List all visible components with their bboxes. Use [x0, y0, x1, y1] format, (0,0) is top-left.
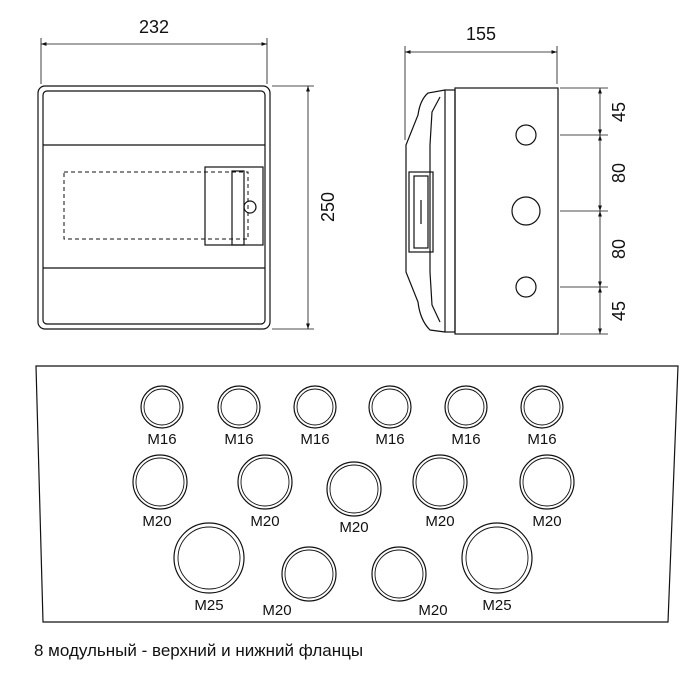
hole-label: M16: [527, 431, 556, 448]
hole-m16-3: [293, 385, 337, 429]
hole-m20-1: [132, 454, 188, 510]
hole-label: M25: [194, 597, 223, 614]
hole-label: M20: [262, 602, 291, 619]
caption: 8 модульный - верхний и нижний фланцы: [34, 641, 364, 660]
side-latch: [408, 171, 434, 253]
side-knockout-top: [515, 124, 537, 146]
hole-m16-4: [368, 385, 412, 429]
side-segment-label-4: 45: [609, 301, 629, 321]
front-inner-body: [42, 90, 266, 325]
hole-m25-left: [173, 522, 245, 594]
hole-label: M20: [142, 513, 171, 530]
flange-outline: [35, 365, 679, 623]
front-outer-body: [37, 85, 271, 330]
hole-label: M20: [250, 513, 279, 530]
hole-m25-right: [461, 522, 533, 594]
side-body: [454, 87, 559, 335]
front-width-label: 232: [139, 17, 169, 37]
hole-m20-6: [281, 546, 337, 602]
side-segment-label-2: 80: [609, 163, 629, 183]
front-latch-inner: [231, 170, 245, 246]
side-view: [404, 46, 608, 335]
front-latch-outer: [204, 166, 264, 246]
side-segment-label-1: 45: [609, 102, 629, 122]
hole-label: M20: [532, 513, 561, 530]
hole-label: M16: [224, 431, 253, 448]
front-height-label: 250: [318, 192, 338, 222]
flange-holes: [132, 385, 575, 602]
hole-label: M20: [339, 519, 368, 536]
hole-label: M16: [451, 431, 480, 448]
hole-label: M20: [425, 513, 454, 530]
hole-m20-5: [519, 454, 575, 510]
side-depth-label: 155: [466, 24, 496, 44]
hole-m16-1: [140, 385, 184, 429]
flange-hole-labels: M16 M16 M16 M16 M16 M16 M20 M20 M20 M20 …: [142, 431, 561, 619]
hole-m20-4: [412, 454, 468, 510]
side-knockout-bottom: [515, 276, 537, 298]
side-segment-label-3: 80: [609, 239, 629, 259]
hole-label: M20: [418, 602, 447, 619]
side-latch-inner: [413, 175, 429, 249]
hole-m16-6: [520, 385, 564, 429]
side-body-inner: [444, 89, 456, 333]
hole-m16-2: [217, 385, 261, 429]
hole-label: M16: [300, 431, 329, 448]
hole-m20-3: [326, 461, 382, 517]
hole-label: M16: [147, 431, 176, 448]
front-latch-screw: [243, 200, 257, 214]
side-cover-profile: [405, 89, 446, 333]
hole-m16-5: [444, 385, 488, 429]
hole-m20-7: [371, 546, 427, 602]
hole-label: M25: [482, 597, 511, 614]
hole-m20-2: [237, 454, 293, 510]
front-module-window: [63, 171, 249, 240]
side-cover-profile-inner: [429, 96, 441, 323]
side-knockout-middle: [511, 196, 541, 226]
hole-label: M16: [375, 431, 404, 448]
front-view: [37, 38, 314, 330]
